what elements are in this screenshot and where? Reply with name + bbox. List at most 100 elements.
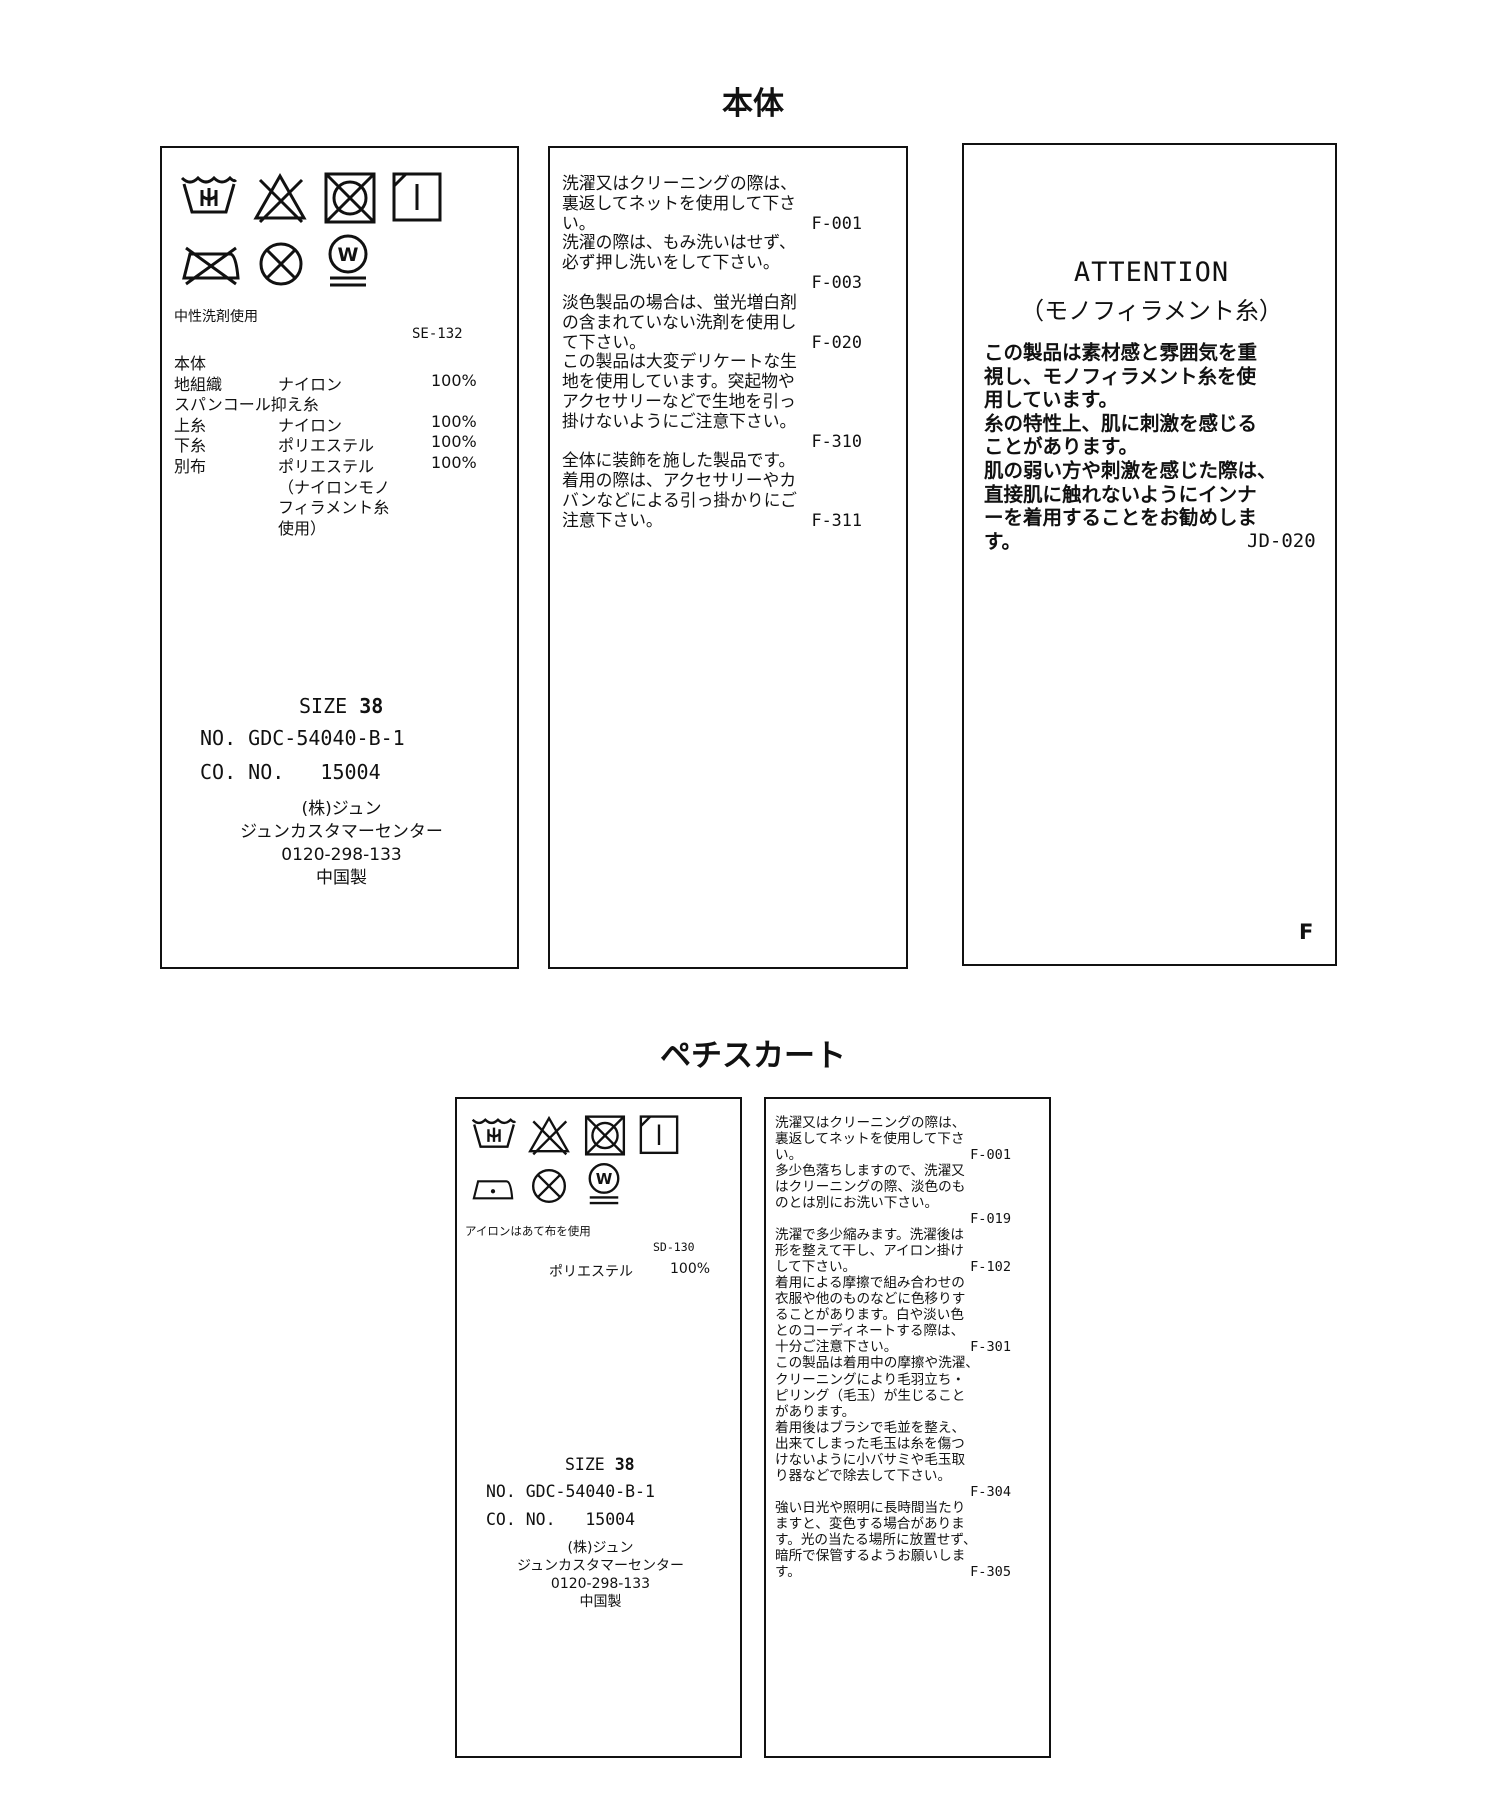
composition-pct: 100% bbox=[431, 411, 477, 431]
product-no: NO. GDC-54040-B-1 bbox=[200, 726, 405, 750]
composition-material: フィラメント糸 bbox=[278, 498, 390, 518]
composition-part: スパンコール抑え糸 bbox=[174, 395, 319, 415]
note-code: F-001 bbox=[811, 212, 862, 233]
note-text: この製品は大変デリケートな生 地を使用しています。突起物や アクセサリーなどで生… bbox=[562, 351, 797, 431]
attention-label: ATTENTION （モノフィラメント糸） この製品は素材感と雰囲気を重 視し、… bbox=[962, 143, 1337, 966]
petticoat-material: ポリエステル bbox=[549, 1264, 633, 1280]
care-note-item: 全体に装飾を施した製品です。 着用の際は、アクセサリーやカ バンなどによる引っ掛… bbox=[562, 450, 862, 530]
note-text: 強い日光や照明に長時間当たり ますと、変色する場合がありま す。光の当たる場所に… bbox=[775, 1499, 977, 1580]
note-code: F-304 bbox=[970, 1483, 1011, 1500]
composition-material: ナイロン bbox=[278, 374, 343, 394]
line-dry-icon bbox=[639, 1115, 679, 1155]
no-dry-clean-icon bbox=[259, 242, 303, 286]
line-dry-icon bbox=[392, 172, 442, 222]
petticoat-percentage: 100% bbox=[670, 1261, 711, 1277]
attention-code: JD-020 bbox=[1247, 530, 1316, 552]
no-iron-icon bbox=[182, 246, 240, 286]
svg-text:W: W bbox=[338, 244, 359, 266]
wet-clean-gentle-icon: W bbox=[328, 234, 368, 287]
note-text: 洗濯で多少縮みます。洗濯後は 形を整えて干し、アイロン掛け して下さい。 bbox=[775, 1227, 964, 1276]
size-line: SIZE 38 bbox=[565, 1455, 635, 1474]
care-note-item: 洗濯又はクリーニングの際は、 裏返してネットを使用して下さ い。F-001 bbox=[775, 1115, 1011, 1163]
wash-tub-30-icon bbox=[180, 175, 238, 214]
care-note-item: この製品は着用中の摩擦や洗濯、 クリーニングにより毛羽立ち・ ピリング（毛玉）が… bbox=[775, 1355, 1011, 1499]
attention-body: この製品は素材感と雰囲気を重 視し、モノフィラメント糸を使 用しています。 糸の… bbox=[984, 341, 1277, 553]
company-block: (株)ジュン ジュンカスタマーセンター 0120-298-133 中国製 bbox=[162, 798, 521, 890]
composition-row: フィラメント糸 bbox=[174, 494, 494, 518]
composition-material: ポリエステル bbox=[278, 456, 375, 476]
composition-part: 上糸 bbox=[174, 415, 207, 435]
product-no: NO. GDC-54040-B-1 bbox=[486, 1482, 655, 1501]
care-note-item: 多少色落ちしますので、洗濯又 はクリーニングの際、淡色のも のとは別にお洗い下さ… bbox=[775, 1163, 1011, 1227]
co-no-value: 15004 bbox=[320, 760, 381, 784]
wash-tub-30-icon bbox=[471, 1118, 517, 1148]
no-bleach-icon bbox=[253, 172, 307, 224]
care-note-item: 洗濯又はクリーニングの際は、 裏返してネットを使用して下さ い。 F-001 bbox=[562, 173, 862, 233]
customer-center: ジュンカスタマーセンター bbox=[516, 1558, 685, 1574]
note-code: F-003 bbox=[811, 272, 862, 293]
composition-row: （ナイロンモノ bbox=[174, 474, 494, 497]
size-line: SIZE 38 bbox=[299, 694, 384, 718]
country-of-origin: 中国製 bbox=[579, 1594, 622, 1610]
care-note: アイロンはあて布を使用 bbox=[465, 1224, 591, 1238]
attention-mark: F bbox=[1299, 920, 1314, 944]
composition-part: 地組織 bbox=[174, 374, 223, 394]
care-note-item: 強い日光や照明に長時間当たり ますと、変色する場合がありま す。光の当たる場所に… bbox=[775, 1500, 1011, 1580]
composition-pct: 100% bbox=[431, 370, 477, 390]
company-name: (株)ジュン bbox=[567, 1540, 634, 1556]
note-text: 多少色落ちしますので、洗濯又 はクリーニングの際、淡色のも のとは別にお洗い下さ… bbox=[775, 1163, 966, 1212]
note-text: 洗濯又はクリーニングの際は、 裏返してネットを使用して下さ い。 bbox=[775, 1115, 966, 1164]
composition-material: 使用） bbox=[278, 518, 327, 538]
size-value: 38 bbox=[359, 694, 384, 718]
co-no-value: 15004 bbox=[585, 1510, 636, 1529]
composition-pct: 100% bbox=[431, 432, 477, 452]
note-text: 洗濯の際は、もみ洗いはせず、 必ず押し洗いをして下さい。 bbox=[562, 232, 796, 273]
composition-row: 使用） bbox=[174, 515, 494, 538]
company-block: (株)ジュン ジュンカスタマーセンター 0120-298-133 中国製 bbox=[457, 1539, 744, 1611]
note-code: F-301 bbox=[970, 1339, 1011, 1356]
care-note-item: この製品は大変デリケートな生 地を使用しています。突起物や アクセサリーなどで生… bbox=[562, 351, 862, 451]
note-code: F-102 bbox=[970, 1259, 1011, 1276]
care-note-item: 着用による摩擦で組み合わせの 衣服や他のものなどに色移りす ることがあります。白… bbox=[775, 1275, 1011, 1355]
composition-material: （ナイロンモノ bbox=[278, 477, 391, 497]
note-code: F-305 bbox=[970, 1563, 1011, 1580]
co-no: CO. NO. 15004 bbox=[486, 1510, 636, 1529]
company-name: (株)ジュン bbox=[301, 799, 382, 819]
note-code: F-310 bbox=[811, 430, 862, 451]
care-note-item: 洗濯で多少縮みます。洗濯後は 形を整えて干し、アイロン掛け して下さい。 F-10… bbox=[775, 1227, 1011, 1275]
no-tumble-dry-icon bbox=[584, 1115, 626, 1156]
composition-material: ナイロン bbox=[278, 415, 343, 435]
composition-row: 本体 bbox=[174, 350, 494, 373]
composition-row: 上糸 ナイロン 100% bbox=[174, 411, 494, 435]
section-title-petticoat: ペチスカート bbox=[660, 1038, 846, 1074]
phone-number: 0120-298-133 bbox=[550, 1576, 651, 1592]
care-note-item: 洗濯の際は、もみ洗いはせず、 必ず押し洗いをして下さい。 F-003 bbox=[562, 233, 862, 292]
petticoat-care-label: W アイロンはあて布を使用 SD-130 ポリエステル 100% SIZE 38… bbox=[455, 1097, 742, 1758]
iron-low-icon bbox=[472, 1180, 514, 1200]
label-code: SE-132 bbox=[412, 326, 463, 342]
note-code: F-001 bbox=[970, 1147, 1011, 1164]
size-value: 38 bbox=[614, 1455, 635, 1474]
composition-part: 下糸 bbox=[174, 436, 207, 456]
composition-material: ポリエステル bbox=[278, 436, 375, 456]
note-text: 洗濯又はクリーニングの際は、 裏返してネットを使用して下さ い。 bbox=[562, 173, 797, 233]
note-text: 淡色製品の場合は、蛍光増白剤 の含まれていない洗剤を使用し て下さい。 bbox=[562, 291, 797, 352]
no-dry-clean-icon bbox=[531, 1168, 567, 1204]
composition-part: 別布 bbox=[174, 456, 207, 476]
customer-center: ジュンカスタマーセンター bbox=[240, 822, 443, 842]
composition-row: スパンコール抑え糸 bbox=[174, 391, 494, 415]
country-of-origin: 中国製 bbox=[316, 868, 367, 888]
label-code: SD-130 bbox=[653, 1240, 695, 1254]
note-text: この製品は着用中の摩擦や洗濯、 クリーニングにより毛羽立ち・ ピリング（毛玉）が… bbox=[775, 1355, 979, 1484]
section-title-main: 本体 bbox=[722, 86, 784, 122]
no-bleach-icon bbox=[528, 1115, 570, 1156]
note-text: 着用による摩擦で組み合わせの 衣服や他のものなどに色移りす ることがあります。白… bbox=[775, 1275, 966, 1356]
composition-row: 地組織 ナイロン 100% bbox=[174, 370, 494, 394]
note-code: F-311 bbox=[811, 509, 862, 530]
